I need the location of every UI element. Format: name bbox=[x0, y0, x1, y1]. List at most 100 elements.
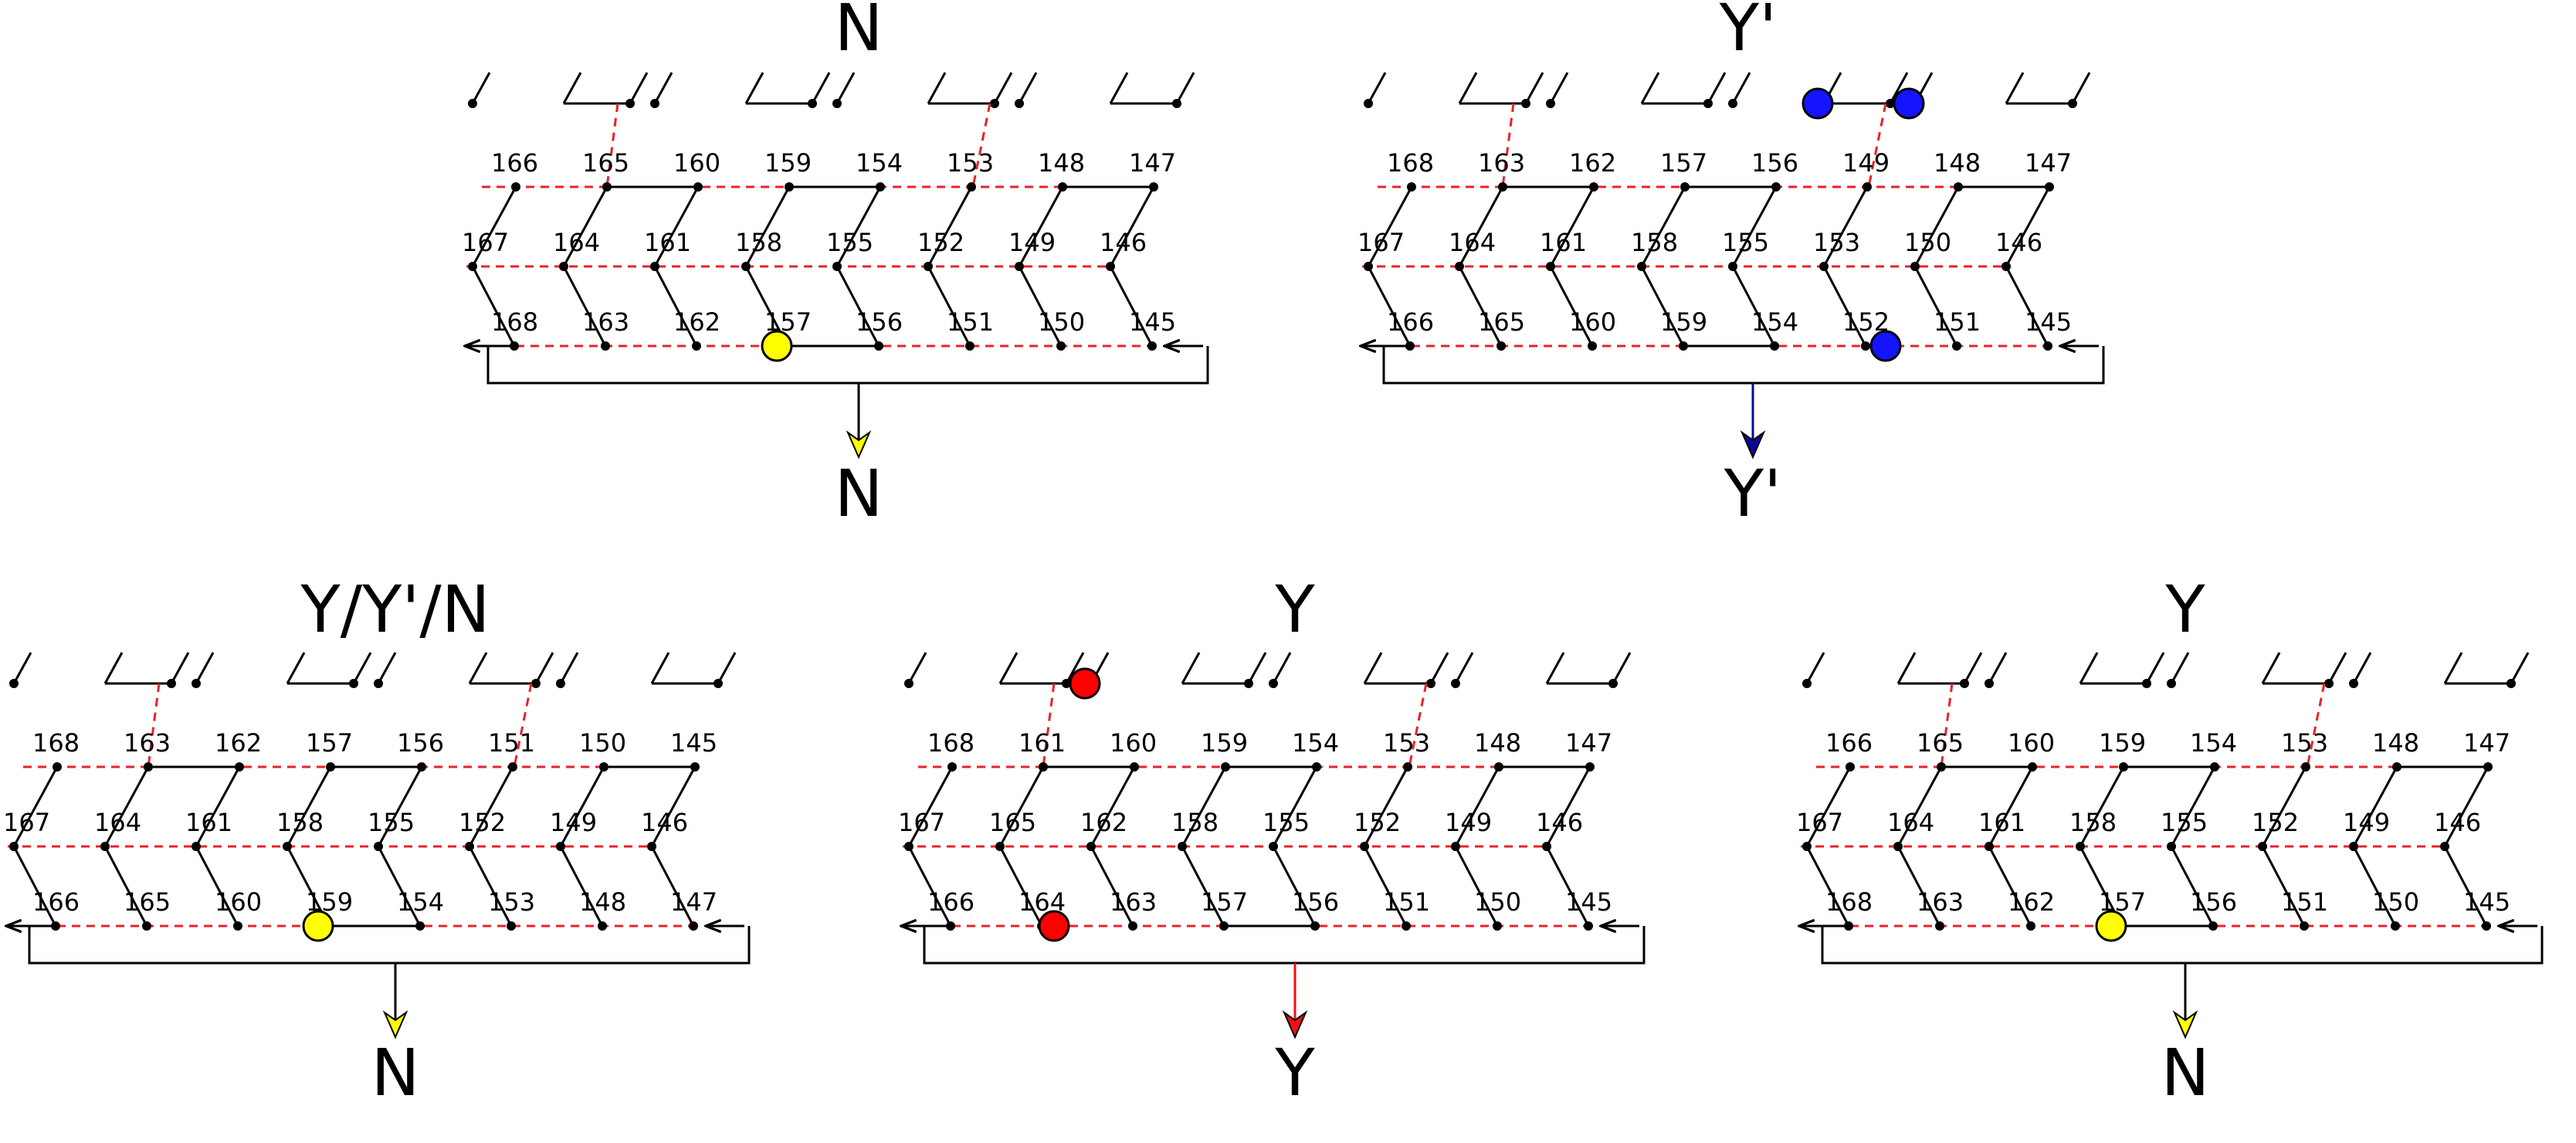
backbone-line bbox=[1367, 186, 1413, 267]
residue-dot bbox=[1703, 99, 1713, 108]
result-arrow-head bbox=[2172, 1010, 2198, 1040]
residue-dot bbox=[349, 679, 358, 688]
residue-label: 153 bbox=[2281, 728, 2328, 758]
residue-dot bbox=[1058, 182, 1067, 192]
residue-dot bbox=[689, 921, 698, 931]
residue-label: 157 bbox=[1201, 887, 1248, 917]
backbone-line bbox=[2170, 766, 2216, 847]
residue-dot bbox=[690, 762, 700, 772]
residue-dot bbox=[1893, 842, 1903, 851]
residue-dot bbox=[1728, 99, 1737, 108]
residue-dot bbox=[692, 341, 701, 351]
residue-dot bbox=[874, 341, 883, 351]
residue-dot bbox=[326, 762, 335, 772]
residue-label: 160 bbox=[215, 887, 262, 917]
residue-label: 162 bbox=[1080, 808, 1127, 837]
residue-dot bbox=[2028, 762, 2037, 772]
residue-dot bbox=[1985, 679, 1994, 688]
residue-label: 160 bbox=[1569, 307, 1616, 337]
fragment-stroke bbox=[2079, 652, 2099, 684]
residue-label: 153 bbox=[488, 887, 535, 917]
panel-title: N bbox=[2161, 1035, 2210, 1111]
residue-label: 168 bbox=[927, 728, 974, 758]
residue-dot bbox=[2076, 842, 2085, 851]
residue-dot bbox=[1062, 679, 1071, 688]
residue-label: 145 bbox=[2463, 887, 2510, 917]
residue-label: 165 bbox=[582, 148, 629, 178]
fragment-stroke bbox=[998, 652, 1019, 684]
backbone-line bbox=[2170, 846, 2215, 927]
bracket bbox=[1821, 926, 2544, 965]
residue-dot bbox=[2258, 842, 2267, 851]
residue-dot bbox=[647, 842, 656, 851]
residue-dot bbox=[510, 341, 519, 351]
residue-label: 161 bbox=[185, 808, 232, 837]
residue-dot bbox=[1405, 341, 1415, 351]
backbone-line bbox=[1805, 846, 1850, 927]
residue-label: 163 bbox=[1478, 148, 1525, 178]
residue-dot bbox=[283, 842, 292, 851]
residue-dot bbox=[1584, 921, 1593, 931]
residue-dot bbox=[468, 99, 477, 108]
backbone-line bbox=[1272, 846, 1317, 927]
residue-dot bbox=[465, 842, 474, 851]
fragment-stroke bbox=[471, 72, 491, 104]
panel-title: Y bbox=[1274, 572, 1315, 647]
backbone-line bbox=[744, 186, 791, 267]
panel-title: N bbox=[835, 456, 883, 531]
result-arrow-head bbox=[846, 430, 872, 460]
residue-label: 153 bbox=[1383, 728, 1430, 758]
residue-dot bbox=[1149, 182, 1158, 192]
residue-label: 166 bbox=[32, 887, 80, 917]
fragment-stroke bbox=[836, 72, 856, 104]
fragment-stroke bbox=[1549, 72, 1569, 104]
residue-dot bbox=[808, 99, 817, 108]
residue-dot bbox=[1178, 842, 1187, 851]
residue-label: 165 bbox=[124, 887, 171, 917]
residue-dot bbox=[235, 762, 244, 772]
residue-dot bbox=[741, 262, 751, 271]
residue-label: 150 bbox=[1904, 228, 1951, 257]
residue-label: 152 bbox=[2252, 808, 2299, 837]
residue-dot bbox=[2167, 679, 2176, 688]
backbone-line bbox=[1988, 846, 2032, 927]
residue-label: 168 bbox=[1387, 148, 1434, 178]
residue-label: 152 bbox=[1354, 808, 1401, 837]
residue-dot bbox=[1015, 99, 1024, 108]
fragment-stroke bbox=[1896, 652, 1917, 684]
backbone-line bbox=[2005, 266, 2049, 347]
backbone-line bbox=[12, 846, 57, 927]
residue-dot bbox=[2483, 762, 2493, 772]
residue-dot bbox=[1910, 262, 1920, 271]
residue-label: 152 bbox=[917, 228, 964, 257]
fragment-stroke bbox=[1458, 72, 1478, 104]
residue-label: 156 bbox=[1751, 148, 1798, 178]
residue-dot bbox=[1589, 182, 1598, 192]
residue-label: 159 bbox=[1660, 307, 1707, 337]
fragment-stroke bbox=[1640, 72, 1660, 104]
residue-dot bbox=[650, 99, 659, 108]
residue-dot bbox=[2300, 921, 2309, 931]
residue-label: 153 bbox=[947, 148, 994, 178]
panel-title: Y bbox=[2164, 572, 2205, 647]
backbone-line bbox=[998, 846, 1043, 927]
residue-dot bbox=[1172, 99, 1181, 108]
backbone-line bbox=[1805, 766, 1852, 847]
residue-label: 147 bbox=[1129, 148, 1176, 178]
residue-dot bbox=[1039, 762, 1048, 772]
residue-dot bbox=[1819, 262, 1829, 271]
fragment-stroke bbox=[562, 72, 582, 104]
residue-dot bbox=[2068, 99, 2077, 108]
residue-dot bbox=[2043, 341, 2052, 351]
residue-dot bbox=[904, 679, 913, 688]
residue-label: 149 bbox=[1842, 148, 1890, 178]
residue-label: 149 bbox=[1445, 808, 1492, 837]
backbone-line bbox=[471, 266, 516, 347]
residue-dot bbox=[1451, 842, 1460, 851]
residue-label: 156 bbox=[397, 728, 444, 758]
residue-label: 167 bbox=[462, 228, 509, 257]
residue-label: 149 bbox=[550, 808, 597, 837]
residue-label: 154 bbox=[1751, 307, 1798, 337]
residue-label: 146 bbox=[2434, 808, 2481, 837]
residue-dot bbox=[832, 262, 842, 271]
